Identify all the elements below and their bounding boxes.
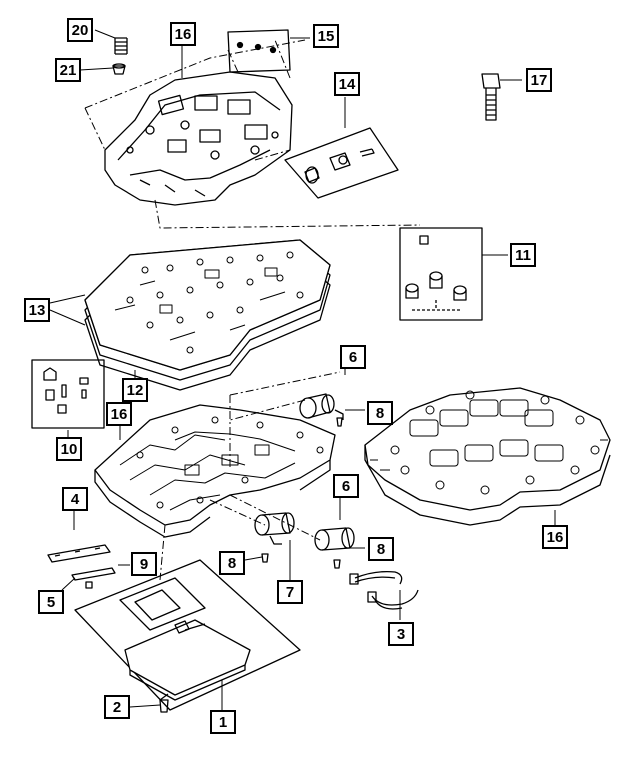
bracket-5 <box>71 567 116 589</box>
callout-16-right: 16 <box>542 525 568 549</box>
callout-16-mid: 16 <box>106 402 132 426</box>
screw-8-left <box>261 553 269 563</box>
leader-lines <box>49 29 556 715</box>
callout-1: 1 <box>210 710 236 734</box>
detail-box-11 <box>399 227 483 321</box>
callout-12: 12 <box>122 378 148 402</box>
callout-13: 13 <box>24 298 50 322</box>
solenoid-6-lower <box>314 527 355 551</box>
lower-valve-body <box>94 404 336 538</box>
detail-box-15 <box>227 29 291 73</box>
harness-3 <box>349 570 419 610</box>
right-valve-body <box>364 387 611 526</box>
callout-8-left: 8 <box>219 551 245 575</box>
callout-17: 17 <box>526 68 552 92</box>
callout-14: 14 <box>334 72 360 96</box>
screw-8-right <box>333 559 341 569</box>
callout-3: 3 <box>388 622 414 646</box>
callout-9: 9 <box>131 552 157 576</box>
callout-15: 15 <box>313 24 339 48</box>
callout-10: 10 <box>56 437 82 461</box>
guide-lines-upper <box>84 39 421 229</box>
callout-6-top: 6 <box>340 345 366 369</box>
part-20-spring <box>114 37 128 55</box>
solenoid-7 <box>254 512 295 545</box>
callout-5: 5 <box>38 590 64 614</box>
upper-valve-body <box>104 71 293 206</box>
bolt-2 <box>159 693 169 713</box>
callout-11: 11 <box>510 243 536 267</box>
detail-box-10 <box>31 359 105 429</box>
detail-box-14 <box>284 127 399 199</box>
callout-6-lower: 6 <box>333 474 359 498</box>
part-21-valve <box>112 63 126 75</box>
filter-box-1 <box>74 559 301 711</box>
callout-7: 7 <box>277 580 303 604</box>
part-17-bolt <box>481 73 501 121</box>
callout-20: 20 <box>67 18 93 42</box>
bracket-4 <box>47 544 111 563</box>
callout-2: 2 <box>104 695 130 719</box>
callout-4: 4 <box>62 487 88 511</box>
screw-upper <box>336 417 343 427</box>
callout-8-right: 8 <box>368 537 394 561</box>
separator-plates <box>84 239 331 391</box>
callout-8-top: 8 <box>367 401 393 425</box>
callout-16-top: 16 <box>170 22 196 46</box>
callout-21: 21 <box>55 58 81 82</box>
solenoid-upper <box>299 393 344 420</box>
